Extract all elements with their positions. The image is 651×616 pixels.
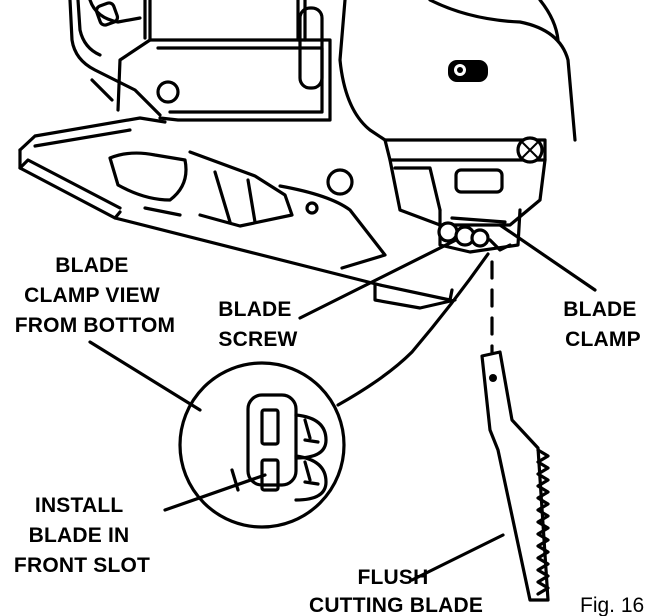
label-flush-cutting-blade: FLUSH CUTTING BLADE [309,566,483,616]
label-blade-clamp-view: BLADE CLAMP VIEW FROM BOTTOM [15,254,175,337]
label-blade-screw-line1: BLADE [218,298,291,321]
label-blade-clamp-view-line1: BLADE [55,254,128,277]
label-blade-clamp-view-line2: CLAMP VIEW [24,284,160,307]
label-install-blade-line2: BLADE IN [29,524,130,547]
label-blade-screw: BLADE SCREW [218,298,297,351]
flush-cutting-blade [480,350,550,602]
label-blade-clamp-line1: BLADE [563,298,636,321]
figure-caption: Fig. 16 [580,594,644,616]
label-install-blade: INSTALL BLADE IN FRONT SLOT [14,494,150,577]
label-blade-screw-line2: SCREW [218,328,297,351]
label-flush-cutting-blade-line1: FLUSH [357,566,428,589]
blade-clamp-assembly [388,136,547,254]
label-blade-clamp: BLADE CLAMP [563,298,642,351]
label-blade-clamp-view-line3: FROM BOTTOM [15,314,175,337]
label-flush-cutting-blade-line2: CUTTING BLADE [309,594,483,616]
logo-badge-icon [448,60,488,82]
label-blade-clamp-line2: CLAMP [565,328,641,351]
shoe-plate [18,116,457,310]
leader-lines [88,223,597,582]
label-install-blade-line1: INSTALL [35,494,123,517]
label-install-blade-line3: FRONT SLOT [14,554,150,577]
jigsaw-housing [68,0,577,196]
blade-clamp-bottom-view [178,361,346,529]
